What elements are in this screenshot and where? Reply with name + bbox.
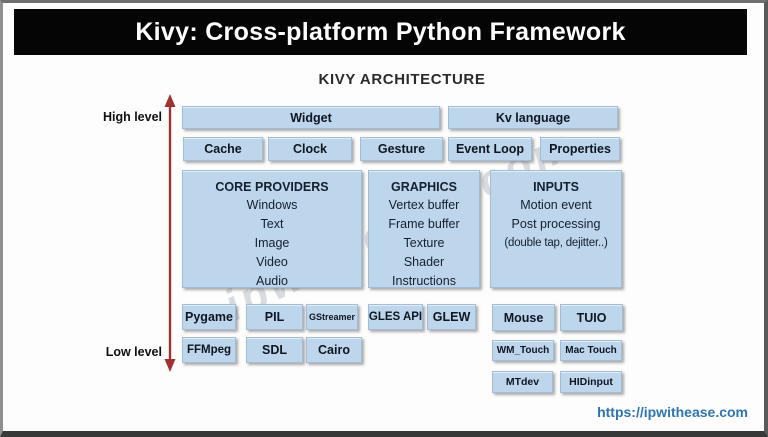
panel-inputs: INPUTS Motion event Post processing (dou… <box>490 170 622 288</box>
inputs-item-motion-event: Motion event <box>520 198 592 212</box>
box-pil: PIL <box>246 304 303 330</box>
box-clock-label: Clock <box>292 142 328 156</box>
core-item-audio: Audio <box>256 274 288 288</box>
graphics-item-instructions: Instructions <box>392 274 456 288</box>
box-tuio-label: TUIO <box>576 310 607 325</box>
panel-graphics: GRAPHICS Vertex buffer Frame buffer Text… <box>368 170 480 288</box>
box-gles-api-label: GLES API <box>368 311 423 323</box>
box-gles-api: GLES API <box>368 304 423 330</box>
box-clock: Clock <box>268 137 352 161</box>
high-level-label: High level <box>102 110 162 124</box>
box-glew: GLEW <box>427 304 476 330</box>
box-gstreamer-label: GStreamer <box>308 312 356 322</box>
box-wm-touch: WM_Touch <box>492 340 554 361</box>
box-widget-label: Widget <box>290 110 332 125</box>
box-kv-language: Kv language <box>448 106 618 129</box>
box-kv-language-label: Kv language <box>495 110 571 125</box>
inputs-item-double-tap: (double tap, dejitter..) <box>504 237 608 249</box>
box-gesture: Gesture <box>360 137 443 161</box>
low-level-label: Low level <box>105 345 162 359</box>
box-hidinput-label: HIDinput <box>569 376 613 388</box>
level-axis-arrow-icon <box>164 94 176 372</box>
box-properties: Properties <box>540 137 620 161</box>
box-wm-touch-label: WM_Touch <box>496 345 550 356</box>
box-cache: Cache <box>183 137 263 161</box>
box-ffmpeg: FFMpeg <box>182 337 236 363</box>
box-event-loop: Event Loop <box>448 137 532 161</box>
box-glew-label: GLEW <box>432 310 471 324</box>
core-item-windows: Windows <box>246 198 298 212</box>
box-ffmpeg-label: FFMpeg <box>186 344 232 356</box>
core-item-text: Text <box>260 217 284 231</box>
box-pygame-label: Pygame <box>185 310 233 324</box>
core-item-image: Image <box>254 236 290 250</box>
site-url-link[interactable]: https://ipwithease.com <box>597 404 748 420</box>
graphics-item-vertex-buffer: Vertex buffer <box>388 198 460 212</box>
box-sdl: SDL <box>246 337 303 363</box>
box-gstreamer: GStreamer <box>306 304 358 330</box>
page-title: Kivy: Cross-platform Python Framework <box>135 17 626 46</box>
box-gesture-label: Gesture <box>377 142 426 156</box>
panel-core-providers-title: CORE PROVIDERS <box>215 180 329 194</box>
inputs-item-post-processing: Post processing <box>511 217 601 231</box>
box-mouse: Mouse <box>492 304 555 331</box>
box-cache-label: Cache <box>204 142 242 156</box>
box-mtdev: MTdev <box>492 371 553 393</box>
box-mouse-label: Mouse <box>503 310 544 325</box>
graphics-item-shader: Shader <box>403 255 445 269</box>
box-widget: Widget <box>182 106 440 129</box>
panel-graphics-title: GRAPHICS <box>391 180 457 194</box>
box-cairo: Cairo <box>306 337 362 363</box>
box-tuio: TUIO <box>560 304 623 331</box>
box-event-loop-label: Event Loop <box>455 142 525 156</box>
title-banner: Kivy: Cross-platform Python Framework <box>14 9 747 55</box>
graphics-item-texture: Texture <box>403 236 445 250</box>
box-properties-label: Properties <box>549 142 611 156</box>
box-mtdev-label: MTdev <box>505 376 540 388</box>
box-pil-label: PIL <box>264 310 285 324</box>
panel-core-providers: CORE PROVIDERS Windows Text Image Video … <box>182 170 362 288</box>
box-cairo-label: Cairo <box>318 343 350 357</box>
diagram-heading: KIVY ARCHITECTURE <box>318 71 486 88</box>
panel-inputs-title: INPUTS <box>533 180 579 194</box>
box-pygame: Pygame <box>182 304 236 330</box>
box-mac-touch-label: Mac Touch <box>565 345 617 356</box>
graphics-item-frame-buffer: Frame buffer <box>388 217 460 231</box>
box-mac-touch: Mac Touch <box>560 340 622 361</box>
box-sdl-label: SDL <box>262 343 287 357</box>
core-item-video: Video <box>256 255 288 269</box>
box-hidinput: HIDinput <box>560 371 622 393</box>
